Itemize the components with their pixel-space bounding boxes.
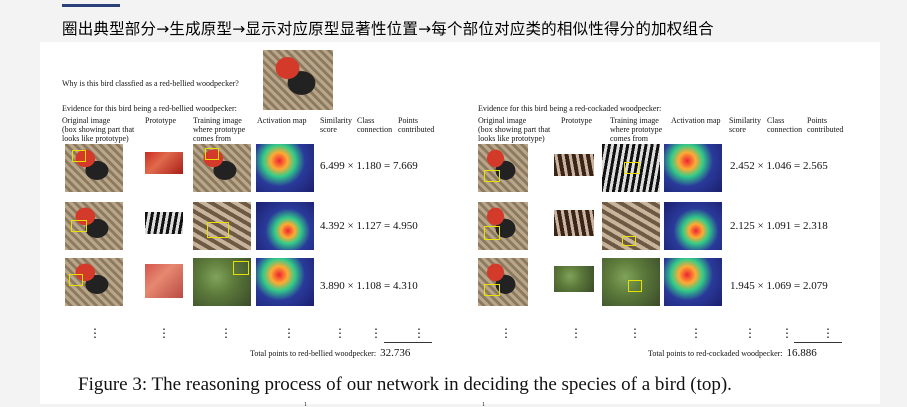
right-row2-original [478,202,528,250]
header-accent-bar [62,4,120,7]
left-row3-equation: 3.890 × 1.108 = 4.310 [320,280,418,292]
right-row2-prototype [554,210,594,236]
left-evidence-title: Evidence for this bird being a red-belli… [62,104,237,113]
right-row2-activation [664,202,722,250]
part-box [207,222,229,238]
question-text: Why is this bird classfied as a red-bell… [62,79,239,88]
left-row1-equation: 6.499 × 1.180 = 7.669 [320,160,418,172]
part-box [72,150,86,162]
slide-headline: 圈出典型部分→生成原型→显示对应原型显著性位置→每个部位对应类的相似性得分的加权… [62,20,714,38]
query-bird-image [263,50,333,110]
left-row2-original [65,202,123,250]
left-vdots-similarity: ⋮ [334,326,346,340]
left-row1-prototype [145,152,183,174]
left-hdr-activation: Activation map [257,116,307,125]
part-box [622,236,636,246]
right-vdots-training: ⋮ [629,326,641,340]
right-row3-activation [664,258,722,306]
right-row3-training [602,258,660,306]
right-vdots-prototype: ⋮ [570,326,582,340]
right-sum-rule [794,342,842,343]
left-row1-activation [256,144,314,192]
part-box [69,274,83,286]
left-vdots-prototype: ⋮ [158,326,170,340]
part-box [484,226,500,240]
right-row2-training [602,202,660,250]
left-row3-training [193,258,251,306]
right-evidence-title: Evidence for this bird being a red-cocka… [478,104,662,113]
right-vdots-original: ⋮ [500,326,512,340]
left-row1-original [65,144,123,192]
right-row3-prototype [554,266,594,292]
left-vdots-class: ⋮ [370,326,382,340]
left-total: Total points to red-bellied woodpecker: … [250,347,411,359]
left-row2-equation: 4.392 × 1.127 = 4.950 [320,220,418,232]
figure-caption: Figure 3: The reasoning process of our n… [78,374,732,395]
left-vdots-training: ⋮ [220,326,232,340]
right-hdr-prototype: Prototype [561,116,593,125]
left-row1-training [193,144,251,192]
left-row2-training [193,202,251,250]
right-hdr-activation: Activation map [671,116,721,125]
right-vdots-similarity: ⋮ [744,326,756,340]
part-box [484,170,500,182]
right-vdots-class: ⋮ [781,326,793,340]
right-vdots-points: ⋮ [822,326,834,340]
left-sum-rule [384,342,432,343]
part-box [624,162,640,174]
part-box [628,280,642,292]
right-row3-equation: 1.945 × 1.069 = 2.079 [730,280,828,292]
part-box [484,284,500,296]
part-box [205,148,219,160]
left-hdr-prototype: Prototype [145,116,177,125]
right-total: Total points to red-cockaded woodpecker:… [648,347,817,359]
right-row1-activation [664,144,722,192]
right-row1-original [478,144,528,192]
right-row1-equation: 2.452 × 1.046 = 2.565 [730,160,828,172]
left-vdots-points: ⋮ [413,326,425,340]
left-row3-activation [256,258,314,306]
right-row3-original [478,258,528,306]
slide-header: 圈出典型部分→生成原型→显示对应原型显著性位置→每个部位对应类的相似性得分的加权… [0,0,907,42]
left-row2-activation [256,202,314,250]
right-row1-training [602,144,660,192]
part-box [71,220,87,232]
left-row3-prototype [145,264,183,298]
right-row2-equation: 2.125 × 1.091 = 2.318 [730,220,828,232]
left-row2-prototype [145,212,183,234]
left-vdots-original: ⋮ [89,326,101,340]
right-vdots-activation: ⋮ [690,326,702,340]
right-row1-prototype [554,154,594,176]
footnote-mark-left: 1 [304,402,307,407]
footnote-mark-right: 1 [482,402,485,407]
paper-figure: Why is this bird classfied as a red-bell… [40,42,880,407]
left-row3-original [65,258,123,306]
part-box [233,261,249,275]
left-vdots-activation: ⋮ [283,326,295,340]
